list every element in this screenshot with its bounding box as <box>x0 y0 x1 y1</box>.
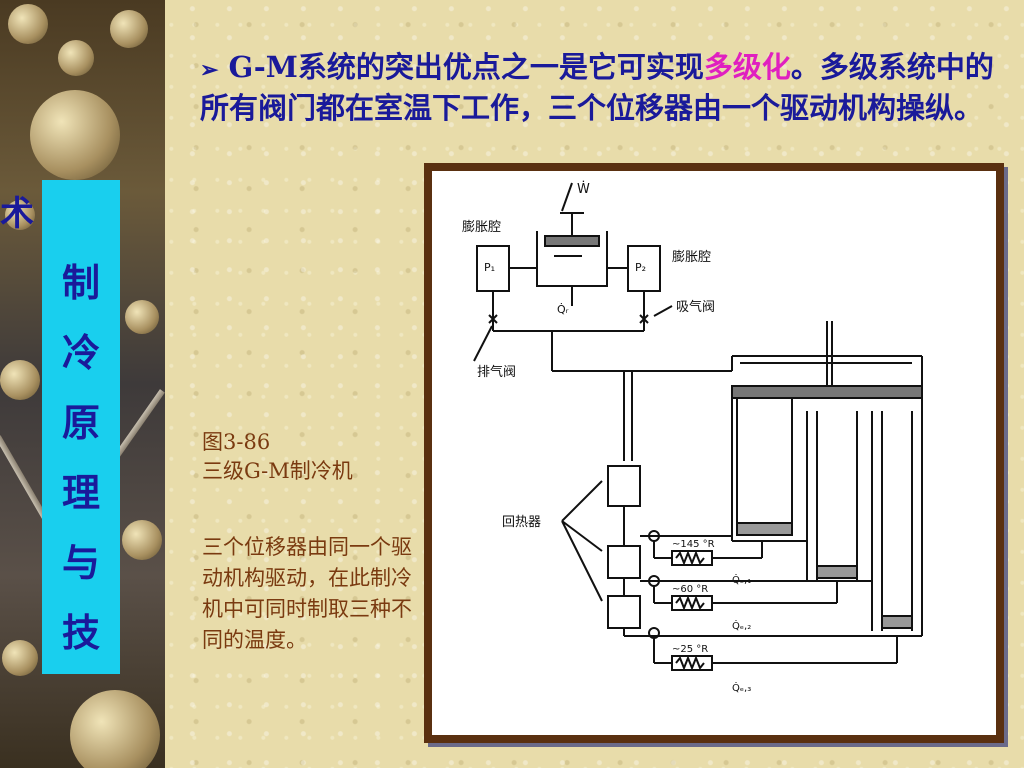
heading-highlight: 多级化 <box>703 50 791 84</box>
displacer-1 <box>736 522 793 536</box>
side-title-char: 冷 <box>61 330 100 375</box>
figure-note: 三个位移器由同一个驱动机构驱动，在此制冷机中可同时制取三种不同的温度。 <box>202 535 412 652</box>
displacer-2 <box>816 565 858 579</box>
gm-refrigerator-diagram: Ẇ 膨胀腔 膨胀腔 P₁ P₂ Q̇ᵣ 吸气阀 排气阀 回热器 ~145 °R … <box>462 181 923 694</box>
slide-heading: ➢ G-M系统的突出优点之一是它可实现多级化。多级系统中的所有阀门都在室温下工作，… <box>200 48 1000 127</box>
figure-panel: Ẇ 膨胀腔 膨胀腔 P₁ P₂ Q̇ᵣ 吸气阀 排气阀 回热器 ~145 °R … <box>432 171 996 735</box>
side-title-char: 原 <box>61 400 100 445</box>
heading-text-after: 。多级系统中的所有阀门都在室温下工作，三个位移器由一个驱动机构操纵。 <box>200 50 994 125</box>
label-q3: Q̇ₑ,₃ <box>732 681 751 694</box>
label-expansion-left: 膨胀腔 <box>462 220 501 235</box>
work-arrow <box>561 182 573 212</box>
figure-caption: 图3-86 三级G-M制冷机 <box>202 428 412 486</box>
side-title-char: 与 <box>61 540 100 585</box>
work-in-label: Ẇ <box>577 181 590 197</box>
heading-text-before: G-M系统的突出优点之一是它可实现 <box>228 50 704 84</box>
side-title-char: 技 <box>61 610 100 655</box>
regenerator-leaders <box>561 480 603 602</box>
label-temp-2: ~60 °R <box>672 584 708 595</box>
label-p1: P₁ <box>484 261 495 274</box>
displacer-3 <box>881 615 913 629</box>
regenerator-3 <box>607 595 641 629</box>
regenerator-2 <box>607 545 641 579</box>
figure-title: 三级G-M制冷机 <box>202 459 353 483</box>
side-title-overflow-char: 术 <box>0 194 34 234</box>
side-title-char: 理 <box>61 470 100 515</box>
label-qr: Q̇ᵣ <box>557 303 569 316</box>
side-title-char: 制 <box>61 260 100 305</box>
bullet-arrow-icon: ➢ <box>200 57 219 83</box>
regenerator-1 <box>607 465 641 507</box>
compressor-piston <box>544 235 600 247</box>
decorative-photo-strip <box>0 0 165 768</box>
label-expansion-right: 膨胀腔 <box>672 250 711 265</box>
figure-frame: Ẇ 膨胀腔 膨胀腔 P₁ P₂ Q̇ᵣ 吸气阀 排气阀 回热器 ~145 °R … <box>424 163 1004 743</box>
cylinder-top-plate <box>731 385 923 399</box>
label-p2: P₂ <box>635 261 646 274</box>
figure-number: 图3-86 <box>202 430 271 454</box>
label-temp-3: ~25 °R <box>672 644 708 655</box>
label-q1: Q̇ₑ,₁ <box>732 573 751 586</box>
intake-valve-icon <box>639 314 649 324</box>
label-q2: Q̇ₑ,₂ <box>732 619 751 632</box>
label-intake-valve: 吸气阀 <box>676 299 715 315</box>
side-title-bar: 制 冷 原 理 与 技 <box>42 180 120 674</box>
exhaust-valve-icon <box>488 314 498 324</box>
label-temp-1: ~145 °R <box>672 539 715 550</box>
label-exhaust-valve: 排气阀 <box>477 364 516 380</box>
label-regenerator: 回热器 <box>502 515 541 530</box>
